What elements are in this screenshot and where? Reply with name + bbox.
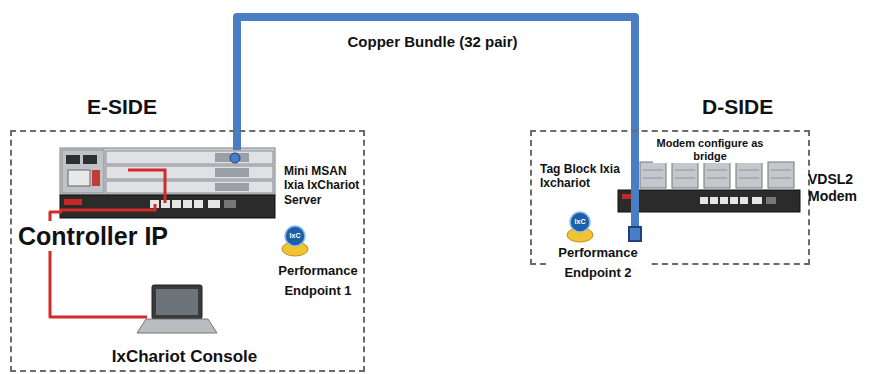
edge-label: Copper Bundle (32 pair): [345, 33, 520, 51]
msan-switch: [60, 195, 275, 218]
modem-box: [768, 162, 794, 188]
modem-vent: [707, 178, 727, 179]
endpoint-label: Performance Endpoint 1: [270, 261, 366, 301]
endpoint-label: Performance Endpoint 2: [546, 243, 650, 283]
modem-vent: [739, 170, 759, 171]
modem-vent: [739, 178, 759, 179]
modem-vent: [707, 170, 727, 171]
tag-block: Tag Block Ixia Ixchariot: [628, 226, 642, 242]
modem-group: Modem configure as bridgeVDSL2 Modem: [620, 135, 802, 217]
controller-label: Controller IP: [16, 221, 170, 251]
modem-row: [640, 162, 794, 188]
msan-chassis: [60, 148, 275, 195]
node-text: Mini MSAN Ixia IxChariot Server: [284, 164, 364, 207]
laptop-device: IxChariot Console: [147, 285, 222, 342]
msan-device: Mini MSAN Ixia IxChariot Server: [62, 150, 277, 220]
node-text: E-SIDE: [87, 94, 197, 119]
icon-text: IxC: [570, 217, 590, 227]
node-text: Tag Block Ixia Ixchariot: [540, 162, 626, 191]
modem-vent: [771, 178, 791, 179]
node-text: D-SIDE: [702, 94, 812, 119]
node-text: Modem configure as bridge: [653, 137, 767, 163]
modem-switch: [618, 190, 800, 212]
modem-box: [640, 162, 666, 188]
modem-vent: [643, 178, 663, 179]
endpoint-icon: [567, 212, 593, 242]
patch-cord: [60, 204, 155, 210]
modem-vent: [771, 170, 791, 171]
modem-box: [672, 162, 698, 188]
node-text: VDSL2 Modem: [808, 171, 866, 205]
site-region: E-SIDEMini MSAN Ixia IxChariot ServerIxC…: [10, 130, 365, 372]
modem-box: [736, 162, 762, 188]
modem-box: [704, 162, 730, 188]
icon-text: IxC: [285, 231, 305, 241]
modem-vent: [675, 178, 695, 179]
copper-bundle: [237, 17, 635, 226]
endpoint-icon: [282, 226, 308, 256]
modem-vent: [643, 170, 663, 171]
modem-vent: [675, 170, 695, 171]
patch-cord: [128, 170, 165, 203]
node-text: IxChariot Console: [102, 347, 267, 367]
laptop-icon: [137, 285, 217, 333]
